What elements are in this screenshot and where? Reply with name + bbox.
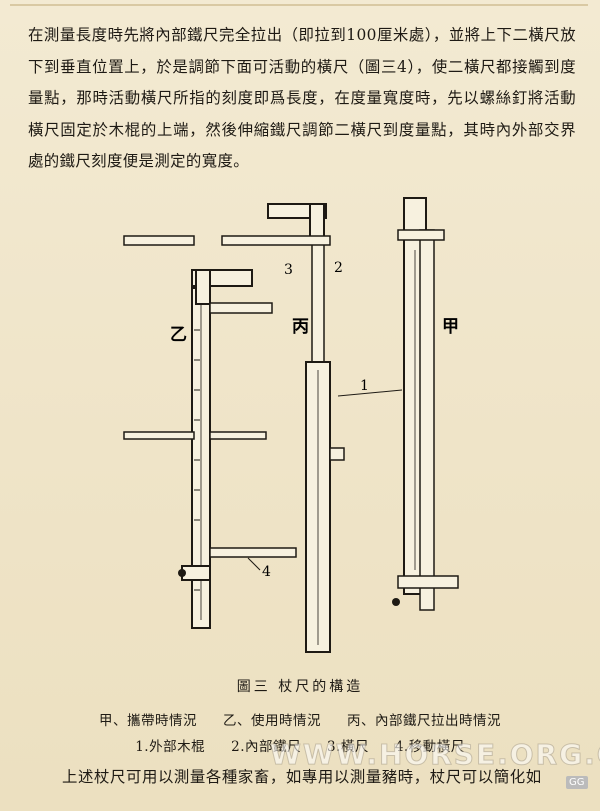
callout-4: 4	[262, 564, 271, 580]
label-bing: 丙	[292, 317, 309, 337]
caption-part-2: 2.內部鐵尺	[231, 739, 301, 755]
page-edge	[10, 4, 588, 12]
caption-state-bing: 丙、內部鐵尺拉出時情況	[347, 713, 501, 729]
caption-states: 甲、攜帶時情況 乙、使用時情況 丙、內部鐵尺拉出時情況	[0, 709, 600, 729]
continuing-text: 上述杖尺可用以測量各種家畜，如專用以測量豬時，杖尺可以簡化如	[62, 768, 542, 786]
corner-badge: GG	[566, 776, 588, 789]
ruler-jia: 甲 1	[337, 197, 459, 611]
caption-part-1: 1.外部木棍	[135, 739, 206, 755]
ruler-figure: 乙 4 3 2 丙 甲 1	[123, 197, 459, 653]
caption-part-3: 3.橫尺	[327, 739, 369, 755]
callout-3: 3	[284, 262, 293, 278]
ruler-bing: 3 2 丙	[123, 203, 345, 653]
callout-1: 1	[360, 378, 369, 394]
label-jia: 甲	[442, 317, 459, 337]
body-paragraph: 在測量長度時先將內部鐵尺完全拉出（即拉到100厘米處），並將上下二橫尺放下到垂直…	[28, 26, 576, 170]
caption-state-jia: 甲、攜帶時情況	[99, 713, 197, 729]
label-yi: 乙	[170, 325, 187, 345]
site-watermark: WWW.HORSE.ORG.CN	[270, 738, 600, 772]
caption-state-yi: 乙、使用時情況	[223, 713, 321, 729]
figure-title: 圖三 杖尺的構造	[236, 679, 364, 695]
ruler-yi: 乙 4	[123, 269, 297, 629]
ruler-yi-ticks	[194, 329, 200, 591]
callout-2: 2	[334, 260, 343, 276]
caption-part-4: 4.移動橫尺	[394, 739, 465, 755]
caption-parts: 1.外部木棍 2.內部鐵尺 3.橫尺 4.移動橫尺	[0, 735, 600, 755]
